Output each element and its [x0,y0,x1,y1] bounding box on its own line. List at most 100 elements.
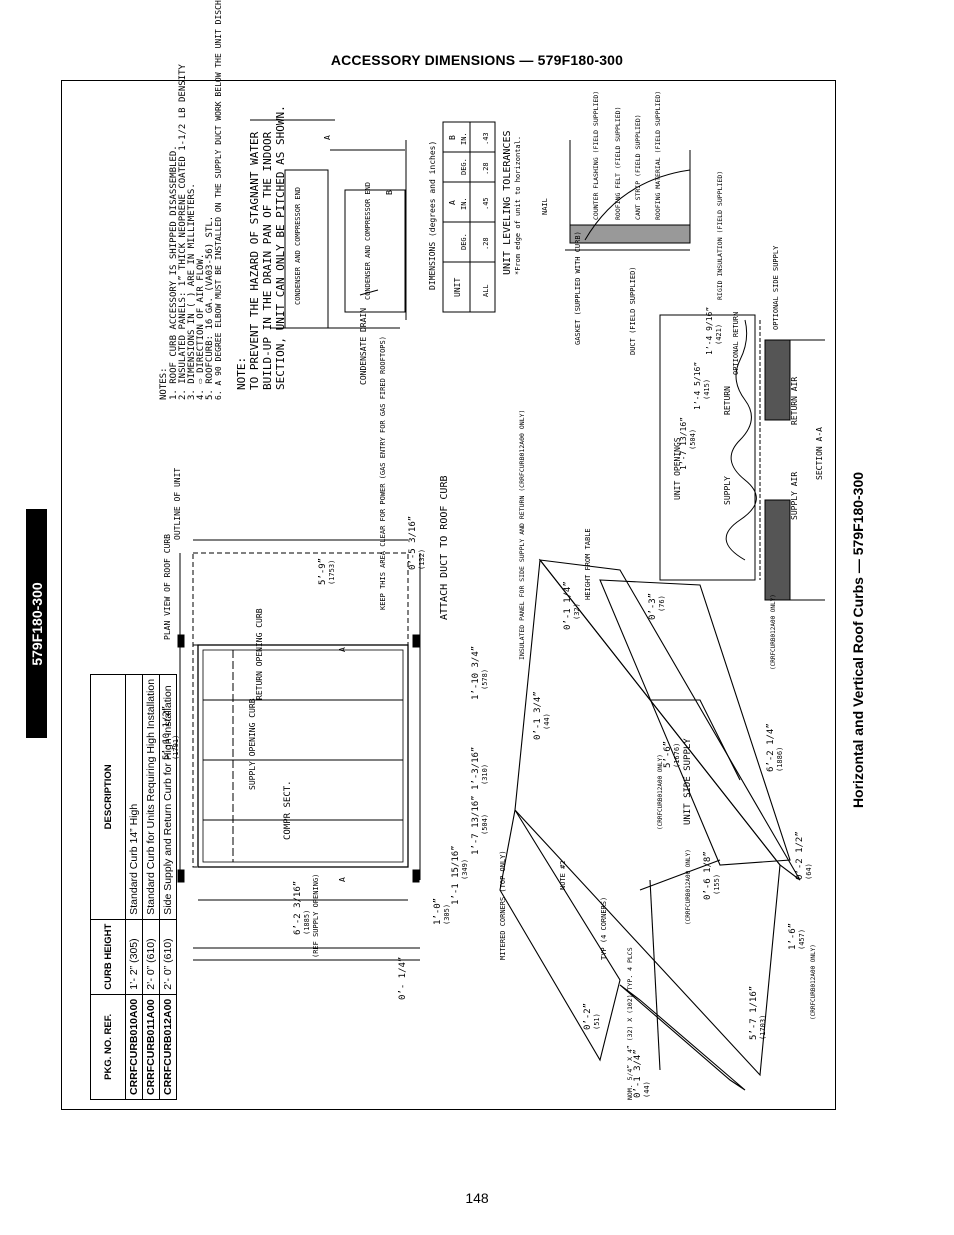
figure-caption-text: Horizontal and Vertical Roof Curbs — 579… [850,471,866,809]
dim-text: 1’-10 3/4” [471,646,481,700]
dim-text: 1’-4 9/16” [705,307,714,355]
dim-text: (1703) [759,1015,767,1040]
dim-text: (504) [689,429,697,450]
dim-text: (310) [481,764,489,785]
note-item: 3. DIMENSIONS IN ( ) ARE IN MILLIMETERS. [187,183,197,400]
return-curb-label: RETURN OPENING CURB [255,608,264,700]
curb-top [514,558,781,1077]
label-a: A [338,647,347,652]
section-aa [659,314,825,601]
flashing-detail [565,140,691,251]
dim-text: 5’-6” [663,741,673,768]
dim-text: 0’-3” [648,593,658,620]
leveling-subtitle: *From edge of unit to horizontal. [514,136,522,275]
dim-text: 0’-1 3/4” [533,691,543,740]
dim-text: 1’-7 13/16” [471,795,481,855]
drain-note-line: BUILD-UP IN THE DRAIN PAN OF THE INDOOR [261,131,274,390]
leveling-table [442,121,496,313]
curb-edge [639,859,721,891]
notes-heading: NOTES: [159,367,169,400]
typ-corners-label: TYP (4 CORNERS) [600,897,608,960]
page-title: ACCESSORY DIMENSIONS — 579F180-300 [330,52,624,68]
curb-rail [619,984,746,1091]
unit-side-supply-label: UNIT SIDE SUPPLY [683,738,693,825]
leveling-col-a: A [448,200,457,205]
unit-openings-label: UNIT OPENINGS [673,437,682,500]
cant-strip-label: CANT STRIP (FIELD SUPPLIED) [634,114,642,220]
dim-text: (504) [481,814,489,835]
dim-text: 6’-2 3/16” [293,881,303,935]
gasket-label: GASKET (SUPPLIED WITH CURB) [574,231,582,345]
drawing-frame [61,80,836,1110]
isometric-curb [499,558,801,1091]
supply-label: SUPPLY [723,476,732,505]
label-a: A [338,877,347,882]
optional-return-label: OPTIONAL RETURN [732,312,740,375]
curb-side-face [499,808,621,1062]
leveling-table-border [442,121,496,313]
figure-caption: Horizontal and Vertical Roof Curbs — 579… [846,240,870,1040]
dim-text: 5’-7 1/16” [749,986,759,1040]
section-aa-label: SECTION A-A [815,427,824,480]
supply-curb-label: SUPPLY OPENING CURB [248,698,257,790]
return-label: RETURN [723,386,732,415]
counter-flashing-label: COUNTER FLASHING (FIELD SUPPLIED) [592,91,600,220]
dim-text: (32) [573,603,581,620]
dim-text: 0’-1 3/4” [633,1049,643,1098]
roofing-felt-label: ROOFING FELT (FIELD SUPPLIED) [614,107,622,221]
dim-text: 0’-6 1/8” [703,851,713,900]
mitered-label: MITERED CORNERS (TOP ONLY) [499,850,507,960]
condenser-box-side [344,189,406,313]
plan-outline-unit [192,644,409,868]
section-curb-left [764,499,791,601]
leveling-sub: IN. [460,197,468,210]
flashing-curb [569,224,691,244]
plan-view [177,539,421,961]
label-a: A [323,135,332,140]
keep-clear-label: KEEP THIS AREA CLEAR FOR POWER (GAS ENTR… [379,336,387,610]
dim-text: 5’-9” [318,558,328,585]
note-item: 5. ROOFCURB: 16 GA. (VA03-56) STL. [205,216,215,400]
plan-curb-inner [202,649,404,863]
nom-label: NOM. 5/4” X 4” (32) X (102) TYP. 4 PLCS [626,947,634,1100]
flashing-duct [569,140,691,226]
dim-text: (1886) [776,747,784,772]
curb-panel [650,699,741,781]
optional-side-label: OPTIONAL SIDE SUPPLY [772,245,780,330]
outline-unit-label: OUTLINE OF UNIT [173,468,182,540]
roofing-material-label: ROOFING MATERIAL (FIELD SUPPLIED) [654,91,662,220]
dim-text: (578) [481,669,489,690]
crrf-only-label: (CRRFCURB012A00 ONLY) [810,944,817,1020]
dim-text: (349) [461,859,469,880]
crrf-only-label: (CRRFCURB012A00 ONLY) [685,849,692,925]
duct-label: DUCT (FIELD SUPPLIED) [629,266,637,355]
dim-text: (457) [798,929,806,950]
dim-text: (1753) [328,560,336,585]
dim-text: 1’-7 13/16” [679,417,688,470]
plan-post [177,634,185,648]
plan-post [177,869,185,883]
dim-text: (415) [703,379,711,400]
dim-text: 6’-2 1/4” [766,723,776,772]
dim-text: 0’-1 1/4” [563,581,573,630]
dim-text: 0’-5 3/16” [408,516,418,570]
plan-outline-ext [192,552,409,646]
curb-opening [599,579,791,866]
dim-text: 1’-6” [788,923,798,950]
slope-diagrams [250,119,407,329]
dim-text: (1676) [673,743,681,768]
section-unit [659,314,756,581]
drain-leader [359,289,379,296]
leveling-col-unit: UNIT [453,278,462,297]
dim-text: 5’-10 1/2” [162,706,172,760]
dim-text: 1’-3/16” [471,747,481,790]
leveling-dims-header: DIMENSIONS (degrees and inches) [428,141,437,290]
attach-duct-label: ATTACH DUCT TO ROOF CURB [439,476,450,621]
leveling-cell: .43 [482,132,490,145]
dim-text: (76) [658,595,666,612]
crrf-only-label: (CRRFCURB012A00 ONLY) [657,754,664,830]
plan-post [412,634,420,648]
section-curb-right [764,339,791,421]
dim-text: (155) [713,874,721,895]
